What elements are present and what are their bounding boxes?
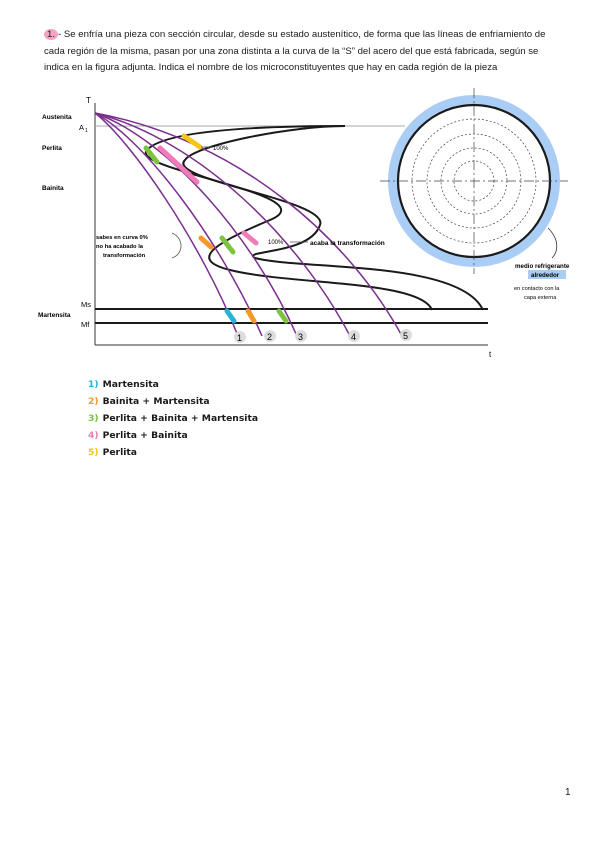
answers-list: 1)Martensita 2)Bainita + Martensita 3)Pe… (88, 376, 258, 461)
answer-text: Perlita (102, 447, 137, 458)
highlight-green-low (276, 308, 289, 324)
label-perlita: Perlita (42, 145, 62, 152)
label-ms: Ms (81, 300, 91, 309)
answer-text: Perlita + Bainita + Martensita (102, 413, 259, 424)
annotation-100-mid: 100% (268, 240, 284, 246)
circle-note-4: capa externa (524, 295, 557, 301)
answer-number: 1) (88, 379, 99, 390)
curve-number-5: 5 (403, 331, 408, 341)
annotation-100-top: 100% (213, 146, 229, 152)
label-austenita: Austenita (42, 114, 72, 121)
answer-text: Bainita + Martensita (102, 396, 210, 407)
region-ring-4 (411, 118, 537, 244)
cooling-curves (94, 112, 403, 337)
highlight-pink-2 (241, 230, 259, 246)
curve-number-3: 3 (298, 332, 303, 342)
cross-section: medio refrigerante alrededor en contacto… (380, 88, 570, 301)
highlight-yellow (181, 133, 203, 150)
highlight-orange (198, 235, 214, 250)
label-a1-sub: 1 (85, 128, 88, 134)
axis-t-label: T (86, 96, 91, 105)
question-body: - Se enfría una pieza con sección circul… (44, 29, 546, 73)
circle-note-3: en contacto con la (514, 286, 560, 292)
axis-time-label: t (489, 350, 492, 359)
ttt-diagram: T t Austenita A 1 Perlita Bainita Ms Mar… (38, 88, 570, 359)
annotation-note-1: sabes en curva 0% (96, 235, 148, 241)
label-mf: Mf (81, 320, 90, 329)
cooling-curve-1 (94, 112, 239, 337)
annotation-note-2: no ha acabado la (96, 244, 144, 250)
cooling-curve-5 (94, 112, 403, 337)
annotation-brace (171, 232, 182, 259)
answer-text: Perlita + Bainita (102, 430, 188, 441)
cooling-curve-2 (94, 112, 263, 337)
annotation-note-3: transformación (103, 253, 146, 259)
answer-number: 5) (88, 447, 99, 458)
answer-item-4: 4)Perlita + Bainita (88, 427, 258, 444)
circle-note-highlight (528, 270, 566, 279)
question-text: 1.- Se enfría una pieza con sección circ… (44, 27, 564, 77)
answer-item-5: 5)Perlita (88, 444, 258, 461)
label-martensita: Martensita (38, 312, 71, 319)
answer-item-1: 1)Martensita (88, 376, 258, 393)
label-a1: A (79, 123, 84, 132)
highlight-orange-low (245, 308, 257, 324)
curve-number-4: 4 (351, 332, 356, 342)
answer-text: Martensita (102, 379, 159, 390)
page-number: 1 (565, 787, 571, 798)
highlight-green-2 (219, 235, 236, 255)
curve-number-2: 2 (267, 332, 272, 342)
curve-number-1: 1 (237, 333, 242, 343)
ttt-start-curve (144, 125, 433, 311)
answer-number: 3) (88, 413, 99, 424)
curve-number-markers: 1 2 3 4 5 (234, 329, 412, 343)
circle-note-1: medio refrigerante (515, 263, 570, 270)
circle-note-2: alrededor (531, 272, 560, 279)
cooling-curve-3 (94, 112, 298, 337)
answer-item-3: 3)Perlita + Bainita + Martensita (88, 410, 258, 427)
question-number: 1. (44, 29, 59, 40)
cooling-curve-4 (94, 112, 351, 337)
answer-item-2: 2)Bainita + Martensita (88, 393, 258, 410)
medium-pointer (547, 227, 558, 259)
highlight-pink-1 (157, 145, 200, 185)
highlight-cyan (224, 308, 237, 324)
label-bainita: Bainita (42, 185, 64, 192)
highlight-green-1 (143, 145, 160, 165)
annotation-ends-transformation: acaba la transformación (310, 240, 385, 247)
answer-number: 4) (88, 430, 99, 441)
answer-number: 2) (88, 396, 99, 407)
